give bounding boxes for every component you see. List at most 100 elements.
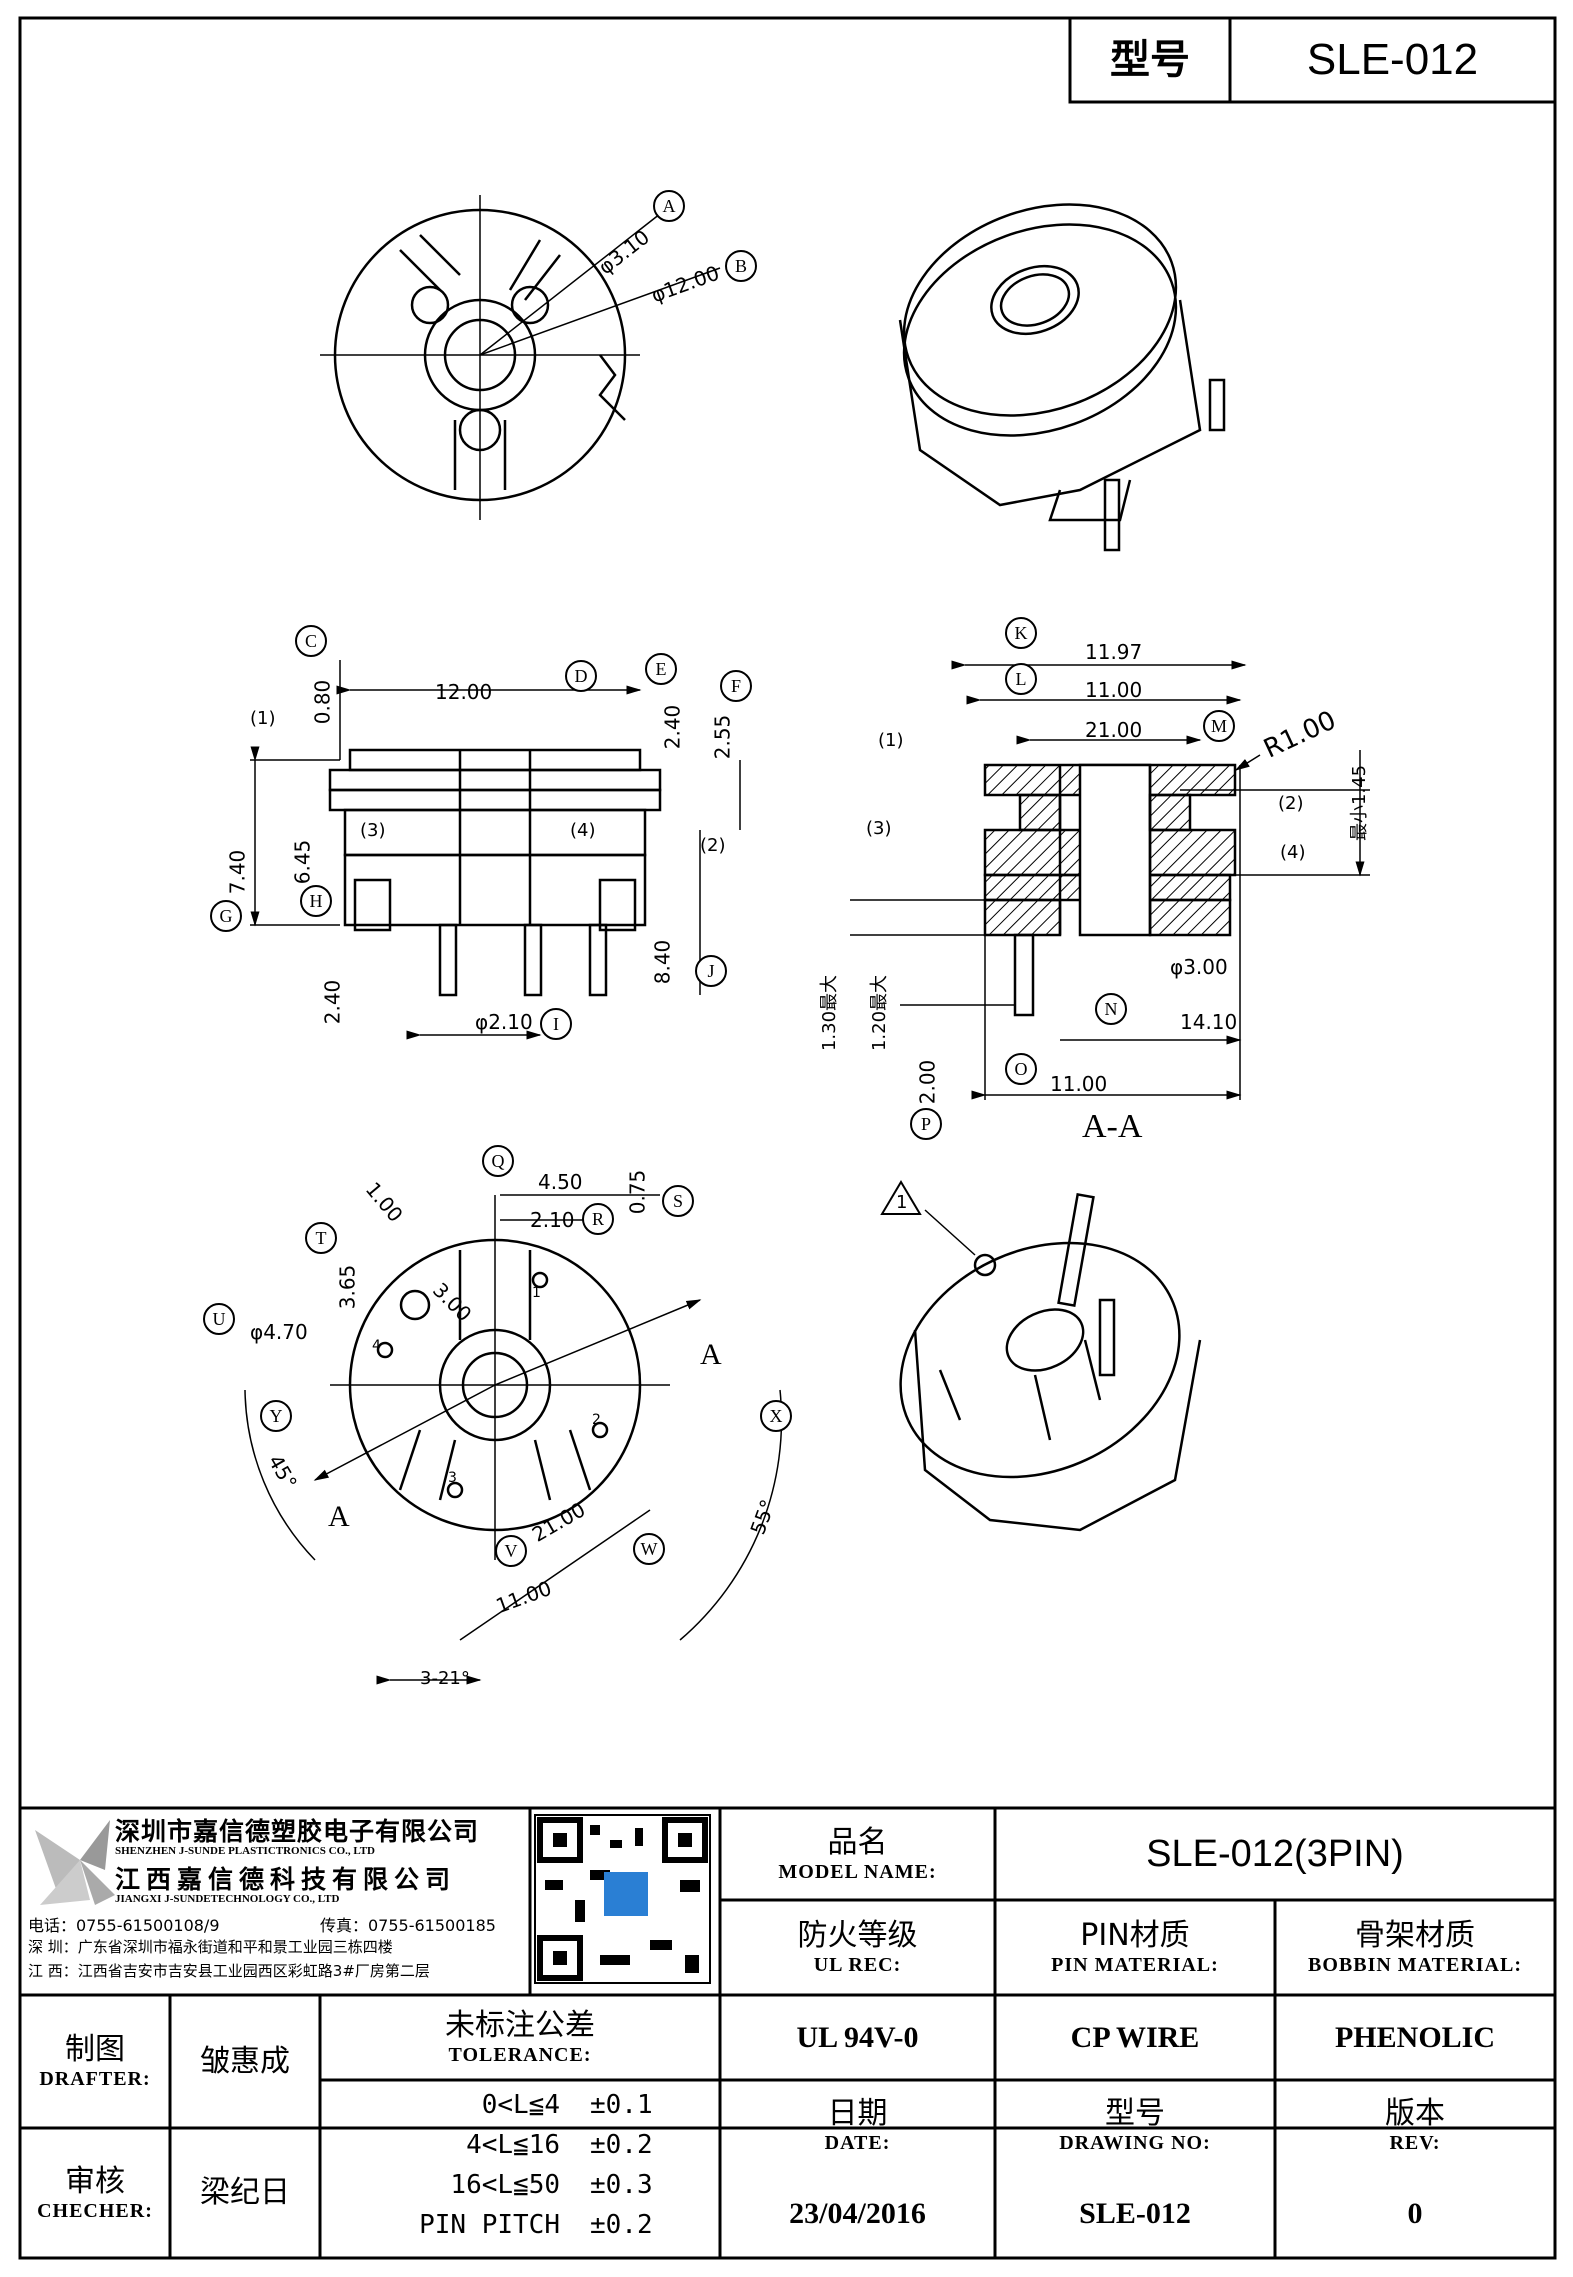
tolerance-row: PIN PITCH±0.2 <box>419 2210 653 2240</box>
balloon-w: W <box>633 1533 665 1565</box>
dim-2-55: 2.55 <box>710 714 735 760</box>
side-view <box>250 660 741 1040</box>
dim-2-40: 2.40 <box>660 704 685 750</box>
balloon-k: K <box>1005 617 1037 649</box>
note-flag-icon: 1 <box>880 1180 922 1216</box>
balloon-m: M <box>1203 710 1235 742</box>
dim-6-45: 6.45 <box>290 839 315 885</box>
pin-number: 2 <box>592 1412 601 1428</box>
company-name-en-2: JIANGXI J-SUNDETECHNOLOGY CO., LTD <box>115 1893 340 1905</box>
dim-7-40: 7.40 <box>225 849 250 895</box>
pin-number: 1 <box>532 1285 541 1301</box>
pin-material-value: CP WIRE <box>1070 2020 1200 2054</box>
dim-3-21: 3-21° <box>420 1668 470 1689</box>
part-callout: (4) <box>570 820 596 841</box>
company-name-cn-2: 江西嘉信德科技有限公司 <box>115 1865 457 1894</box>
dim-14-10: 14.10 <box>1180 1010 1238 1034</box>
dim-0-75: 0.75 <box>625 1169 650 1215</box>
outer-border <box>18 16 1557 2260</box>
dim-phi-3-00: φ3.00 <box>1170 955 1228 979</box>
tolerance-row: 0<L≦4±0.1 <box>481 2090 653 2120</box>
balloon-p: P <box>910 1108 942 1140</box>
qr-code <box>534 1814 711 1984</box>
balloon-o: O <box>1005 1053 1037 1085</box>
balloon-y: Y <box>260 1400 292 1432</box>
balloon-q: Q <box>482 1145 514 1177</box>
dim-3-65: 3.65 <box>335 1264 360 1310</box>
balloon-i: I <box>540 1008 572 1040</box>
section-mark-a2: A <box>328 1500 350 1533</box>
part-callout: (4) <box>1280 842 1306 863</box>
pin-number: 3 <box>448 1470 457 1486</box>
part-callout: (3) <box>866 818 892 839</box>
dim-phi-2-10: φ2.10 <box>475 1010 533 1034</box>
ul-rec-value: UL 94V-0 <box>796 2020 919 2054</box>
dim-8-40: 8.40 <box>650 939 675 985</box>
section-label: A-A <box>1082 1108 1143 1145</box>
bottom-view <box>244 1194 783 1685</box>
iso-view-top <box>898 203 1226 552</box>
model-name-value: SLE-012(3PIN) <box>1146 1832 1404 1875</box>
rev-value: 0 <box>1407 2197 1423 2230</box>
dim-2-40b: 2.40 <box>320 979 345 1025</box>
dim-11-00: 11.00 <box>1085 678 1143 702</box>
drawing-no-value: SLE-012 <box>1079 2197 1191 2230</box>
dim-4-50: 4.50 <box>538 1170 583 1194</box>
tolerance-row: 4<L≦16±0.2 <box>466 2130 653 2160</box>
balloon-e: E <box>645 653 677 685</box>
part-callout: (1) <box>250 708 276 729</box>
part-callout: (1) <box>878 730 904 751</box>
section-view <box>850 660 1370 1100</box>
company-address-shenzhen: 深 圳：广东省深圳市福永街道和平和景工业园三栋四楼 <box>28 1938 393 1956</box>
iso-view-bottom <box>899 1192 1202 1532</box>
dim-2-10: 2.10 <box>530 1208 575 1232</box>
company-logo <box>35 1820 115 1905</box>
balloon-r: R <box>582 1203 614 1235</box>
dim-2-00: 2.00 <box>915 1059 940 1105</box>
balloon-d: D <box>565 660 597 692</box>
company-name-cn-1: 深圳市嘉信德塑胶电子有限公司 <box>115 1817 480 1846</box>
dim-12-00: 12.00 <box>435 680 493 704</box>
balloon-f: F <box>720 670 752 702</box>
balloon-c: C <box>295 625 327 657</box>
dim-0-80: 0.80 <box>310 679 335 725</box>
company-tel: 电话：0755-61500108/9 <box>28 1916 220 1935</box>
company-name-en-1: SHENZHEN J-SUNDE PLASTICTRONICS CO., LTD <box>115 1845 375 1857</box>
balloon-g: G <box>210 900 242 932</box>
model-value: SLE-012 <box>1306 35 1479 84</box>
dim-1-45: 最小1.45 <box>1349 764 1371 842</box>
header-box <box>1068 16 1557 104</box>
top-view <box>320 195 721 520</box>
tolerance-row: 16<L≦50±0.3 <box>450 2170 653 2200</box>
pin-number: 4 <box>372 1338 381 1354</box>
balloon-u: U <box>203 1303 235 1335</box>
part-callout: (3) <box>360 820 386 841</box>
balloon-l: L <box>1005 663 1037 695</box>
balloon-j: J <box>695 955 727 987</box>
part-callout: (2) <box>700 835 726 856</box>
date-value: 23/04/2016 <box>789 2197 926 2230</box>
company-fax: 传真：0755-61500185 <box>320 1916 496 1935</box>
balloon-s: S <box>662 1185 694 1217</box>
balloon-t: T <box>305 1222 337 1254</box>
title-block-grid <box>20 1806 1555 2258</box>
section-mark-a: A <box>700 1338 722 1371</box>
balloon-n: N <box>1095 993 1127 1025</box>
company-address-jiangxi: 江 西：江西省吉安市吉安县工业园西区彩虹路3#厂房第二层 <box>28 1962 430 1980</box>
dim-11-00b: 11.00 <box>1050 1072 1108 1096</box>
bobbin-material-value: PHENOLIC <box>1334 2020 1496 2054</box>
model-label: 型号 <box>1110 37 1190 83</box>
balloon-x: X <box>760 1400 792 1432</box>
balloon-v: V <box>495 1535 527 1567</box>
checker-name: 梁纪日 <box>200 2175 290 2210</box>
